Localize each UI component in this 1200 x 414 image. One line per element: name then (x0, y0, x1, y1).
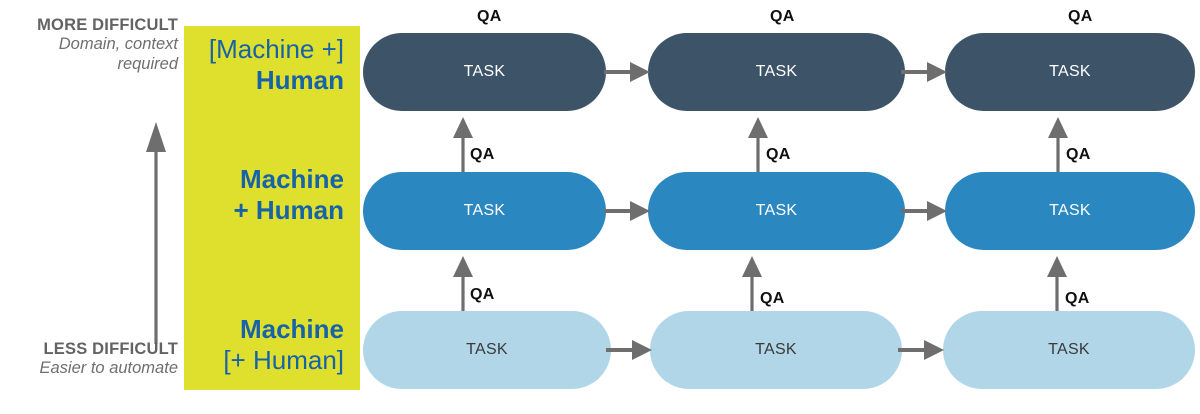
task-label: TASK (1048, 341, 1090, 358)
qa-arrow-row2-to-row1-col2-icon (747, 116, 769, 172)
task-label: TASK (463, 63, 506, 80)
flow-arrow-row1-col1-to-col2-icon (604, 60, 652, 84)
axis-more-difficult-subtitle-line2: required (117, 54, 178, 73)
task-label: TASK (466, 341, 508, 358)
task-box-row1-col1[interactable]: TASK (363, 33, 606, 111)
qa-arrow-row3-to-row2-col2-icon (741, 255, 763, 311)
axis-more-difficult-title: MORE DIFFICULT (37, 16, 178, 34)
task-label: TASK (755, 341, 797, 358)
category-label-bottom-bold: Machine (239, 314, 344, 344)
qa-label-row1-col1: QA (477, 8, 502, 25)
task-box-row3-col2[interactable]: TASK (650, 311, 902, 389)
qa-label-row3-col3: QA (1065, 290, 1090, 307)
category-label-machine-plus-human: [Machine +] Human (209, 34, 344, 96)
qa-label-row2-col2: QA (766, 146, 791, 163)
task-label: TASK (755, 202, 798, 219)
flow-arrow-row3-col1-to-col2-icon (606, 338, 654, 362)
task-label: TASK (755, 63, 798, 80)
task-box-row2-col3[interactable]: TASK (945, 172, 1195, 250)
axis-more-difficult-subtitle-line1: Domain, context (58, 35, 178, 54)
category-label-middle-bold: Machine (239, 164, 344, 194)
axis-less-difficult-subtitle-line1: Easier to automate (39, 359, 179, 378)
category-label-top-regular: [Machine +] (208, 34, 344, 64)
qa-arrow-row3-to-row2-col3-icon (1046, 255, 1068, 311)
task-label: TASK (1049, 63, 1091, 80)
qa-label-row1-col2: QA (770, 8, 795, 25)
axis-less-difficult-title: LESS DIFFICULT (43, 340, 178, 358)
task-box-row3-col3[interactable]: TASK (943, 311, 1195, 389)
flow-arrow-row2-col1-to-col2-icon (604, 199, 652, 223)
qa-label-row3-col2: QA (760, 290, 785, 307)
qa-arrow-row2-to-row1-col1-icon (452, 116, 474, 172)
axis-more-difficult: MORE DIFFICULT Domain, context required (0, 16, 178, 74)
qa-label-row1-col3: QA (1068, 8, 1093, 25)
flow-arrow-row3-col2-to-col3-icon (898, 338, 946, 362)
qa-arrow-row2-to-row1-col3-icon (1047, 116, 1069, 172)
category-label-middle-regular: + Human (233, 195, 344, 226)
category-label-machine-and-human: Machine + Human (233, 164, 344, 226)
flow-arrow-row2-col2-to-col3-icon (901, 199, 949, 223)
flow-arrow-row1-col2-to-col3-icon (901, 60, 949, 84)
task-box-row1-col2[interactable]: TASK (648, 33, 905, 111)
task-label: TASK (1049, 202, 1091, 219)
difficulty-up-arrow-icon (146, 120, 166, 344)
task-box-row1-col3[interactable]: TASK (945, 33, 1195, 111)
task-box-row2-col1[interactable]: TASK (363, 172, 606, 250)
axis-less-difficult: LESS DIFFICULT Easier to automate (0, 340, 179, 379)
category-label-bottom-regular: [+ Human] (223, 345, 344, 376)
qa-label-row2-col1: QA (470, 146, 495, 163)
qa-arrow-row3-to-row2-col1-icon (452, 255, 474, 311)
task-label: TASK (463, 202, 506, 219)
category-column: [Machine +] Human Machine + Human Machin… (184, 26, 360, 390)
task-box-row2-col2[interactable]: TASK (648, 172, 905, 250)
category-label-machine-optional-human: Machine [+ Human] (223, 314, 344, 376)
task-box-row3-col1[interactable]: TASK (363, 311, 611, 389)
qa-label-row2-col3: QA (1066, 146, 1091, 163)
qa-label-row3-col1: QA (470, 286, 495, 303)
category-label-top-bold: Human (255, 65, 344, 96)
